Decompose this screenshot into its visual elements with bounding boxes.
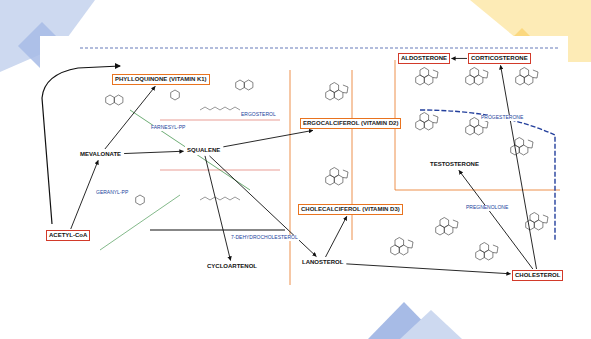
compound-name: ERGOCALCIFEROL (VITAMIN D2)	[303, 120, 398, 127]
compound-node: TESTOSTERONE	[428, 160, 481, 169]
compound-name: CYCLOARTENOL	[207, 263, 257, 270]
reaction-arrow	[501, 65, 537, 269]
compound-name: SQUALENE	[187, 147, 220, 154]
reaction-arrow	[124, 151, 183, 153]
compound-node: CYCLOARTENOL	[205, 262, 259, 271]
compound-node: ALDOSTERONE	[398, 53, 450, 64]
reaction-arrow	[223, 130, 313, 146]
reaction-arrow	[452, 58, 467, 59]
compound-name: ACETYL-CoA	[49, 232, 87, 239]
compound-name: LANOSTEROL	[302, 259, 343, 266]
reaction-arrow	[346, 264, 510, 274]
compound-name: TESTOSTERONE	[430, 161, 479, 168]
compound-name: CHOLESTEROL	[515, 272, 560, 279]
intermediate-label: 7-DEHYDROCHOLESTEROL	[230, 235, 299, 241]
intermediate-label: PROGESTERONE	[480, 115, 524, 121]
compound-node: ACETYL-CoA	[46, 230, 90, 241]
intermediate-label: PREGNENOLONE	[465, 205, 509, 211]
compound-name: CHOLECALCIFEROL (VITAMIN D3)	[301, 206, 400, 213]
compound-name: MEVALONATE	[80, 151, 121, 158]
compound-node: PHYLLOQUINONE (VITAMIN K1)	[112, 74, 210, 85]
compound-name: CORTICOSTERONE	[471, 55, 528, 62]
reaction-arrow	[105, 86, 155, 149]
compound-node: CHOLESTEROL	[512, 270, 563, 281]
intermediate-label: GERANYL-PP	[95, 190, 129, 196]
intermediate-label: FARNESYL-PP	[150, 125, 186, 131]
compound-node: ERGOCALCIFEROL (VITAMIN D2)	[300, 118, 401, 129]
compound-node: SQUALENE	[185, 146, 222, 155]
compound-node: LANOSTEROL	[300, 258, 345, 267]
reaction-arrow	[326, 216, 347, 257]
intermediate-label: ERGOSTEROL	[240, 112, 277, 118]
compound-node: MEVALONATE	[78, 150, 123, 159]
compound-name: PHYLLOQUINONE (VITAMIN K1)	[115, 76, 207, 83]
compound-node: CORTICOSTERONE	[468, 53, 531, 64]
compound-name: ALDOSTERONE	[401, 55, 447, 62]
compound-node: CHOLECALCIFEROL (VITAMIN D3)	[298, 204, 403, 215]
